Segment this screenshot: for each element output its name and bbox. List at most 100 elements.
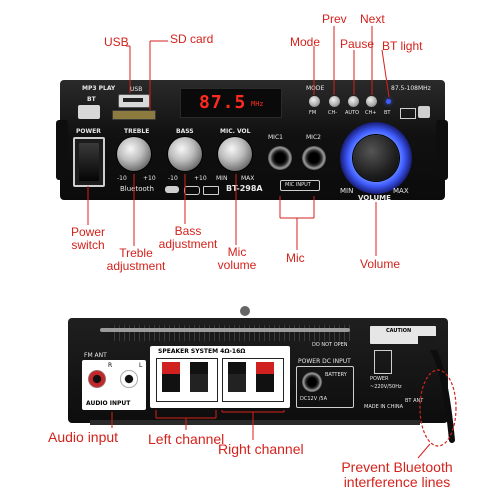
made-in-china-label: MADE IN CHINA — [364, 404, 404, 410]
mic-input-label: MIC INPUT — [285, 182, 311, 188]
do-not-open-label: DO NOT OPEN — [312, 342, 348, 348]
digital-logo — [78, 105, 100, 119]
power-switch-rocker — [79, 143, 99, 181]
fm-range-label: 87.5-108MHz — [391, 85, 431, 92]
callout-prev: Prev — [322, 12, 347, 26]
right-handle — [436, 120, 448, 180]
power-label: POWER — [76, 128, 101, 135]
mic1-label: MIC1 — [268, 134, 283, 141]
callout-mic-volume: Mic volume — [212, 246, 262, 272]
super-bass-logo — [418, 106, 430, 118]
mode-button[interactable] — [309, 96, 320, 107]
callout-bt-light: BT light — [382, 39, 423, 53]
audio-input-r-label: R — [108, 362, 113, 369]
audio-input-l-jack[interactable] — [120, 370, 138, 388]
bluetooth-label: Bluetooth — [120, 185, 154, 193]
audio-input-label: AUDIO INPUT — [86, 400, 131, 407]
mic-input-box: MIC INPUT — [280, 180, 320, 191]
fm-label: FM — [309, 110, 317, 116]
callout-right-channel: Right channel — [218, 441, 304, 457]
callout-power-switch: Power switch — [64, 226, 112, 252]
treble-max-label: +10 — [143, 175, 156, 182]
treble-label: TREBLE — [124, 128, 150, 135]
ch-plus-label: CH+ — [365, 110, 377, 116]
power-switch[interactable] — [73, 137, 105, 187]
bt-label: BT — [87, 96, 96, 103]
bass-max-label: +10 — [194, 175, 207, 182]
volume-label: VOLUME — [358, 194, 391, 202]
callout-volume: Volume — [360, 257, 401, 271]
mic1-jack[interactable] — [268, 146, 292, 170]
volume-knob[interactable] — [353, 135, 399, 181]
mic2-label: MIC2 — [306, 134, 321, 141]
led-display: 87.5 MHz — [180, 88, 282, 118]
audio-input-r-jack[interactable] — [88, 370, 106, 388]
bt-ant-label: BT ANT — [405, 398, 424, 404]
dc-input-box — [296, 366, 354, 408]
callout-mode: Mode — [290, 35, 321, 49]
speaker-system-box: SPEAKER SYSTEM 4Ω-16Ω — [150, 346, 290, 408]
power-label-rear: POWER — [370, 376, 389, 382]
callout-pause: Pause — [340, 37, 375, 51]
callout-treble: Treble adjustment — [103, 247, 169, 273]
bt-small-label: BT — [384, 110, 391, 116]
sd-card-slot[interactable] — [112, 110, 156, 120]
power-input-socket[interactable] — [374, 350, 392, 374]
dc-rating-label: DC12V /5A — [300, 396, 327, 402]
sd-logo — [203, 186, 219, 195]
mic2-jack[interactable] — [302, 146, 326, 170]
treble-knob[interactable] — [117, 137, 151, 171]
bass-label: BASS — [176, 128, 194, 135]
display-unit: MHz — [251, 100, 264, 108]
model-label: BT-298A — [226, 184, 263, 193]
callout-left-channel: Left channel — [148, 431, 225, 447]
right-minus-terminal[interactable] — [228, 362, 246, 392]
callout-prevent-bluetooth: Prevent Bluetooth interference lines — [333, 460, 461, 490]
callout-audio-input: Audio input — [48, 429, 119, 445]
fm-ant-label: FM ANT — [84, 352, 107, 359]
left-channel-terminals — [156, 358, 218, 402]
mic-vol-min-label: MIN — [216, 175, 228, 182]
volume-max-label: MAX — [393, 187, 409, 195]
dc-input-jack[interactable] — [302, 372, 322, 392]
pause-button[interactable] — [348, 96, 359, 107]
callout-mic-volume-line2: volume — [217, 258, 257, 272]
mic-volume-knob[interactable] — [218, 137, 252, 171]
usb-port-slot — [123, 98, 143, 102]
rear-top-screw — [240, 306, 250, 316]
next-button[interactable] — [366, 96, 377, 107]
left-handle — [56, 120, 68, 180]
callout-sd-card: SD card — [170, 32, 214, 46]
tf-logo — [400, 108, 416, 119]
callout-next: Next — [360, 12, 385, 26]
display-frequency: 87.5 — [199, 92, 247, 113]
callout-usb: USB — [104, 35, 129, 49]
right-channel-terminals — [222, 358, 284, 402]
prev-button[interactable] — [329, 96, 340, 107]
speaker-system-label: SPEAKER SYSTEM 4Ω-16Ω — [158, 348, 246, 355]
callout-prevent-bluetooth-line2: interference lines — [343, 474, 451, 490]
callout-treble-line2: adjustment — [106, 259, 166, 273]
callout-power-switch-line1: Power — [70, 225, 105, 239]
ch-minus-label: CH- — [328, 110, 338, 116]
callout-mic: Mic — [286, 251, 305, 265]
mic-vol-label: MIC. VOL — [220, 128, 251, 135]
right-plus-terminal[interactable] — [256, 362, 274, 392]
bass-knob[interactable] — [168, 137, 202, 171]
caution-label: CAUTION — [386, 328, 412, 334]
callout-treble-line1: Treble — [119, 246, 153, 260]
usb-port-label: USB — [130, 86, 143, 93]
callout-bass: Bass adjustment — [153, 225, 223, 251]
fm-antenna-rod — [100, 328, 350, 332]
left-minus-terminal[interactable] — [190, 362, 208, 392]
bass-min-label: -10 — [168, 175, 178, 182]
audio-input-box: R L AUDIO INPUT — [82, 360, 146, 410]
left-plus-terminal[interactable] — [162, 362, 180, 392]
rear-bottom-feet — [90, 420, 420, 425]
callout-bass-line2: adjustment — [158, 237, 218, 251]
mic-vol-max-label: MAX — [241, 175, 255, 182]
auto-label: AUTO — [345, 110, 360, 116]
battery-label: BATTERY — [325, 372, 347, 378]
